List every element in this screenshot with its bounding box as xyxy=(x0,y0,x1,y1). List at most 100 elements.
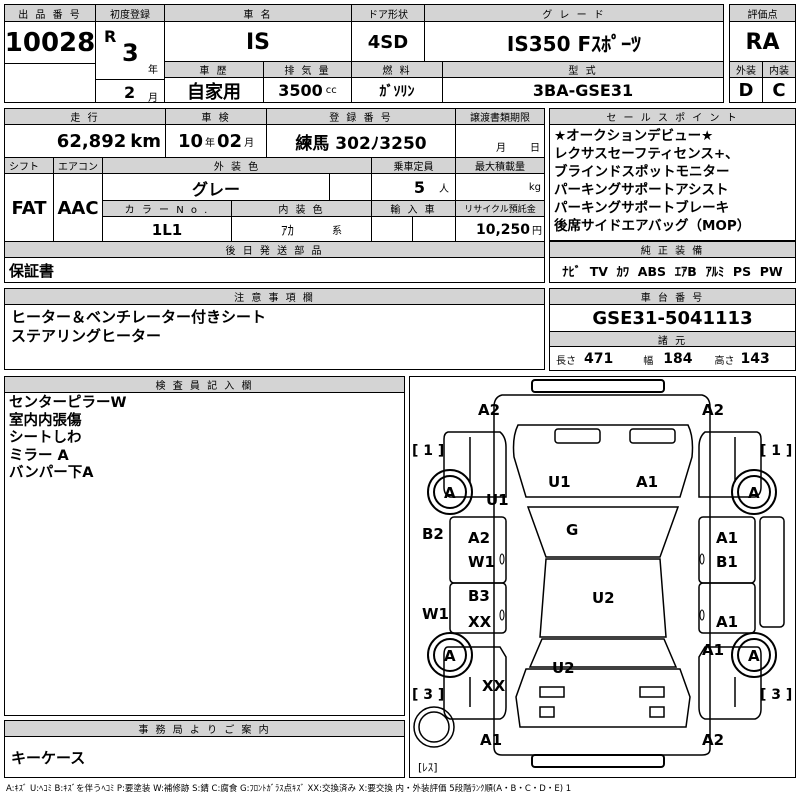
selling-point: 後席サイドエアバッグ（MOP） xyxy=(554,218,751,234)
office-value: キーケース xyxy=(11,748,86,767)
exterior-score-value: D xyxy=(738,80,754,101)
inspector-line: バンパー下A xyxy=(9,465,94,481)
model-value: 3BA-GSE31 xyxy=(532,81,634,100)
era-value: R xyxy=(104,27,117,46)
later-parts-value: 保証書 xyxy=(9,262,55,280)
door-value: 4SD xyxy=(367,31,409,53)
damage-diagram: [ 1 ] [ 1 ] [ 3 ] [ 3 ] [ﾚｽ] A A A A A2 … xyxy=(409,376,796,778)
mark-u1-left: U1 xyxy=(486,491,509,509)
right-rear-panel xyxy=(698,646,762,720)
right-front-door xyxy=(698,516,756,584)
score-cell: 評価点 RA xyxy=(729,4,796,62)
tire-mark-rl: A xyxy=(444,647,456,665)
height-label: 高さ xyxy=(714,355,735,367)
lot-blank-cell xyxy=(4,63,96,103)
spare-label: [ﾚｽ] xyxy=(418,761,438,774)
inspector-line: センターピラーW xyxy=(9,395,127,411)
inspector-cell: 検 査 員 記 入 欄 センターピラーW 室内内張傷 シートしわ ミラー A バ… xyxy=(4,376,405,716)
chassis-value: GSE31-5041113 xyxy=(592,308,753,329)
dims-row: 長さ 471 幅 184 高さ 143 xyxy=(550,347,795,371)
capacity-value-wrap: 5 人 xyxy=(372,174,455,201)
transfer-month-unit: 月 xyxy=(496,143,506,154)
equipment-value: ﾅﾋﾞ TV ｶﾜ ABS ｴｱB ｱﾙﾐ PS PW xyxy=(562,264,783,279)
first-registration-header: 初度登録 xyxy=(96,5,164,22)
tire-front-right xyxy=(731,469,777,515)
inspection-value-wrap: 10 年 02 月 xyxy=(166,125,266,158)
plate-value: 練馬 302ﾉ3250 xyxy=(295,134,427,154)
right-edge-bar xyxy=(759,516,785,628)
chassis-cell: 車 台 番 号 GSE31-5041113 xyxy=(549,288,796,332)
notes-cell: 注 意 事 項 欄 ヒーター＆ベンチレーター付きシート ステアリングヒーター xyxy=(4,288,545,370)
tire-mark-rr: A xyxy=(748,647,760,665)
mileage-value-wrap: 62,892 km xyxy=(5,125,165,158)
rear-box-left xyxy=(539,686,565,698)
aircon-cell: エアコン AAC xyxy=(53,157,103,242)
recycle-value: 10,250 xyxy=(475,221,530,238)
capacity-header: 乗車定員 xyxy=(372,158,455,174)
mileage-value: 62,892 xyxy=(56,131,127,152)
shift-header: シフト xyxy=(5,158,53,174)
first-reg-year-unit: 年 xyxy=(148,65,158,76)
plate-cell: 登 録 番 号 練馬 302ﾉ3250 xyxy=(266,108,456,158)
dims-cell: 諸 元 長さ 471 幅 184 高さ 143 xyxy=(549,331,796,371)
lot-number-cell: 出 品 番 号 10028 xyxy=(4,4,96,64)
selling-points-cell: セ ー ル ス ポ イ ン ト ★オークションデビュー★ レクサスセーフティセン… xyxy=(549,108,796,241)
model-cell: 型 式 3BA-GSE31 xyxy=(442,61,724,103)
import-header: 輸 入 車 xyxy=(372,201,455,217)
inspection-month: 02 xyxy=(217,131,243,152)
rear-box-right-small xyxy=(649,706,665,718)
fuel-cell: 燃 料 ｶﾞｿﾘﾝ xyxy=(351,61,443,103)
trunk-outline xyxy=(515,668,691,728)
fuel-header: 燃 料 xyxy=(352,62,442,78)
shift-value: FAT xyxy=(11,197,47,219)
tire-rear-left xyxy=(427,632,473,678)
score-header: 評価点 xyxy=(730,5,795,22)
mark-a2-left-front: A2 xyxy=(468,529,490,547)
shift-cell: シフト FAT xyxy=(4,157,54,242)
mark-b2: B2 xyxy=(422,525,444,543)
inspection-year: 10 xyxy=(177,131,203,152)
windshield xyxy=(526,506,680,558)
inspector-line: シートしわ xyxy=(9,430,82,446)
left-rear-panel xyxy=(443,646,507,720)
door-cell: ドア形状 4SD xyxy=(351,4,425,62)
displacement-unit: cc xyxy=(325,85,337,96)
tire-rear-left-inner xyxy=(433,638,467,672)
office-cell: 事 務 局 よ り ご 案 内 キーケース xyxy=(4,720,405,778)
mark-u1-hood: U1 xyxy=(548,473,571,491)
left-front-door xyxy=(449,516,507,584)
fuel-value: ｶﾞｿﾘﾝ xyxy=(379,83,415,100)
displacement-cell: 排 気 量 3500 cc xyxy=(263,61,352,103)
tire-mark-fr: A xyxy=(748,484,760,502)
int-color-cell: 内 装 色 ｱｶ 系 xyxy=(231,200,372,242)
color-no-header: カ ラ ー N o . xyxy=(103,201,231,217)
selling-points-header: セ ー ル ス ポ イ ン ト xyxy=(550,109,795,125)
selling-points-list: ★オークションデビュー★ レクサスセーフティセンス+、 ブラインドスポットモニタ… xyxy=(550,125,795,237)
first-reg-month: 2 xyxy=(124,83,136,102)
interior-score-value: C xyxy=(772,80,786,101)
capacity-cell: 乗車定員 5 人 xyxy=(371,157,456,201)
transfer-deadline-header: 譲渡書類期限 xyxy=(456,109,544,125)
mark-a1-right-rear: A1 xyxy=(716,613,738,631)
inspector-list: センターピラーW 室内内張傷 シートしわ ミラー A バンパー下A xyxy=(5,393,404,485)
tire-front-left xyxy=(427,469,473,515)
tire-rear-right xyxy=(731,632,777,678)
selling-point: ★オークションデビュー★ xyxy=(554,128,714,144)
tire-front-left-inner xyxy=(433,475,467,509)
inspection-year-unit: 年 xyxy=(205,138,215,149)
mark-b3: B3 xyxy=(468,587,490,605)
handle-mark-rf xyxy=(699,553,705,565)
rear-bumper-bar xyxy=(531,754,665,768)
first-registration-cell: 初度登録 R 3 年 2 月 xyxy=(95,4,165,104)
width-label: 幅 xyxy=(643,355,654,367)
mark-w1-left: W1 xyxy=(422,605,449,623)
transfer-deadline-cell: 譲渡書類期限 月 日 xyxy=(455,108,545,158)
inspector-line: 室内内張傷 xyxy=(9,412,82,429)
model-header: 型 式 xyxy=(443,62,723,78)
mileage-unit: km xyxy=(130,131,161,152)
inspection-header: 車 検 xyxy=(166,109,266,125)
import-cell: 輸 入 車 xyxy=(371,200,456,242)
mark-a2-bottom-right: A2 xyxy=(702,731,724,749)
mileage-cell: 走 行 62,892 km xyxy=(4,108,166,158)
plate-header: 登 録 番 号 xyxy=(267,109,455,125)
